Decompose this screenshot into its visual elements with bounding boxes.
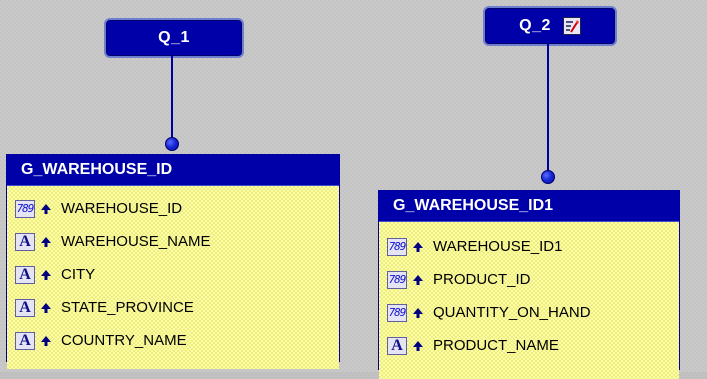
- group-g-warehouse-id1[interactable]: G_WAREHOUSE_ID1 789 WAREHOUSE_ID1 789 PR…: [378, 190, 680, 379]
- arrow-up-icon: [41, 302, 51, 313]
- column-row[interactable]: 789 PRODUCT_ID: [379, 263, 679, 296]
- column-row[interactable]: A COUNTRY_NAME: [7, 324, 339, 357]
- arrow-up-icon: [41, 269, 51, 280]
- group-title[interactable]: G_WAREHOUSE_ID1: [379, 191, 679, 222]
- number-type-icon: 789: [15, 199, 35, 218]
- query-q2[interactable]: Q_2: [483, 6, 617, 46]
- group-columns: 789 WAREHOUSE_ID1 789 PRODUCT_ID 789 QUA…: [379, 222, 679, 379]
- link-q2-to-group: [547, 44, 549, 174]
- column-name: CITY: [61, 266, 96, 283]
- query-q2-label: Q_2: [519, 17, 551, 34]
- link-q1-to-group: [171, 56, 173, 140]
- character-type-icon: A: [387, 336, 407, 355]
- number-type-icon: 789: [387, 303, 407, 322]
- column-name: QUANTITY_ON_HAND: [433, 304, 591, 321]
- group-columns: 789 WAREHOUSE_ID A WAREHOUSE_NAME A CITY…: [7, 186, 339, 369]
- column-name: WAREHOUSE_ID: [61, 200, 183, 217]
- column-row[interactable]: A WAREHOUSE_NAME: [7, 225, 339, 258]
- character-type-icon: A: [15, 232, 35, 251]
- arrow-up-icon: [41, 236, 51, 247]
- arrow-up-icon: [41, 203, 51, 214]
- column-name: COUNTRY_NAME: [61, 332, 187, 349]
- column-name: PRODUCT_NAME: [433, 337, 559, 354]
- arrow-up-icon: [413, 274, 423, 285]
- group-anchor-dot[interactable]: [541, 170, 555, 184]
- column-row[interactable]: A STATE_PROVINCE: [7, 291, 339, 324]
- column-name: PRODUCT_ID: [433, 271, 531, 288]
- column-name: STATE_PROVINCE: [61, 299, 194, 316]
- column-row[interactable]: A CITY: [7, 258, 339, 291]
- edit-query-icon[interactable]: [562, 17, 581, 35]
- character-type-icon: A: [15, 331, 35, 350]
- arrow-up-icon: [413, 340, 423, 351]
- column-name: WAREHOUSE_NAME: [61, 233, 211, 250]
- group-anchor-dot[interactable]: [165, 137, 179, 151]
- column-row[interactable]: A PRODUCT_NAME: [379, 329, 679, 362]
- column-name: WAREHOUSE_ID1: [433, 238, 563, 255]
- group-g-warehouse-id[interactable]: G_WAREHOUSE_ID 789 WAREHOUSE_ID A WAREHO…: [6, 154, 340, 369]
- arrow-up-icon: [413, 307, 423, 318]
- arrow-up-icon: [41, 335, 51, 346]
- column-row[interactable]: 789 WAREHOUSE_ID1: [379, 230, 679, 263]
- query-q1-label: Q_1: [158, 29, 190, 46]
- column-row[interactable]: 789 QUANTITY_ON_HAND: [379, 296, 679, 329]
- number-type-icon: 789: [387, 270, 407, 289]
- number-type-icon: 789: [387, 237, 407, 256]
- arrow-up-icon: [413, 241, 423, 252]
- character-type-icon: A: [15, 265, 35, 284]
- query-q1[interactable]: Q_1: [104, 18, 244, 58]
- column-row[interactable]: 789 WAREHOUSE_ID: [7, 192, 339, 225]
- character-type-icon: A: [15, 298, 35, 317]
- group-title[interactable]: G_WAREHOUSE_ID: [7, 155, 339, 186]
